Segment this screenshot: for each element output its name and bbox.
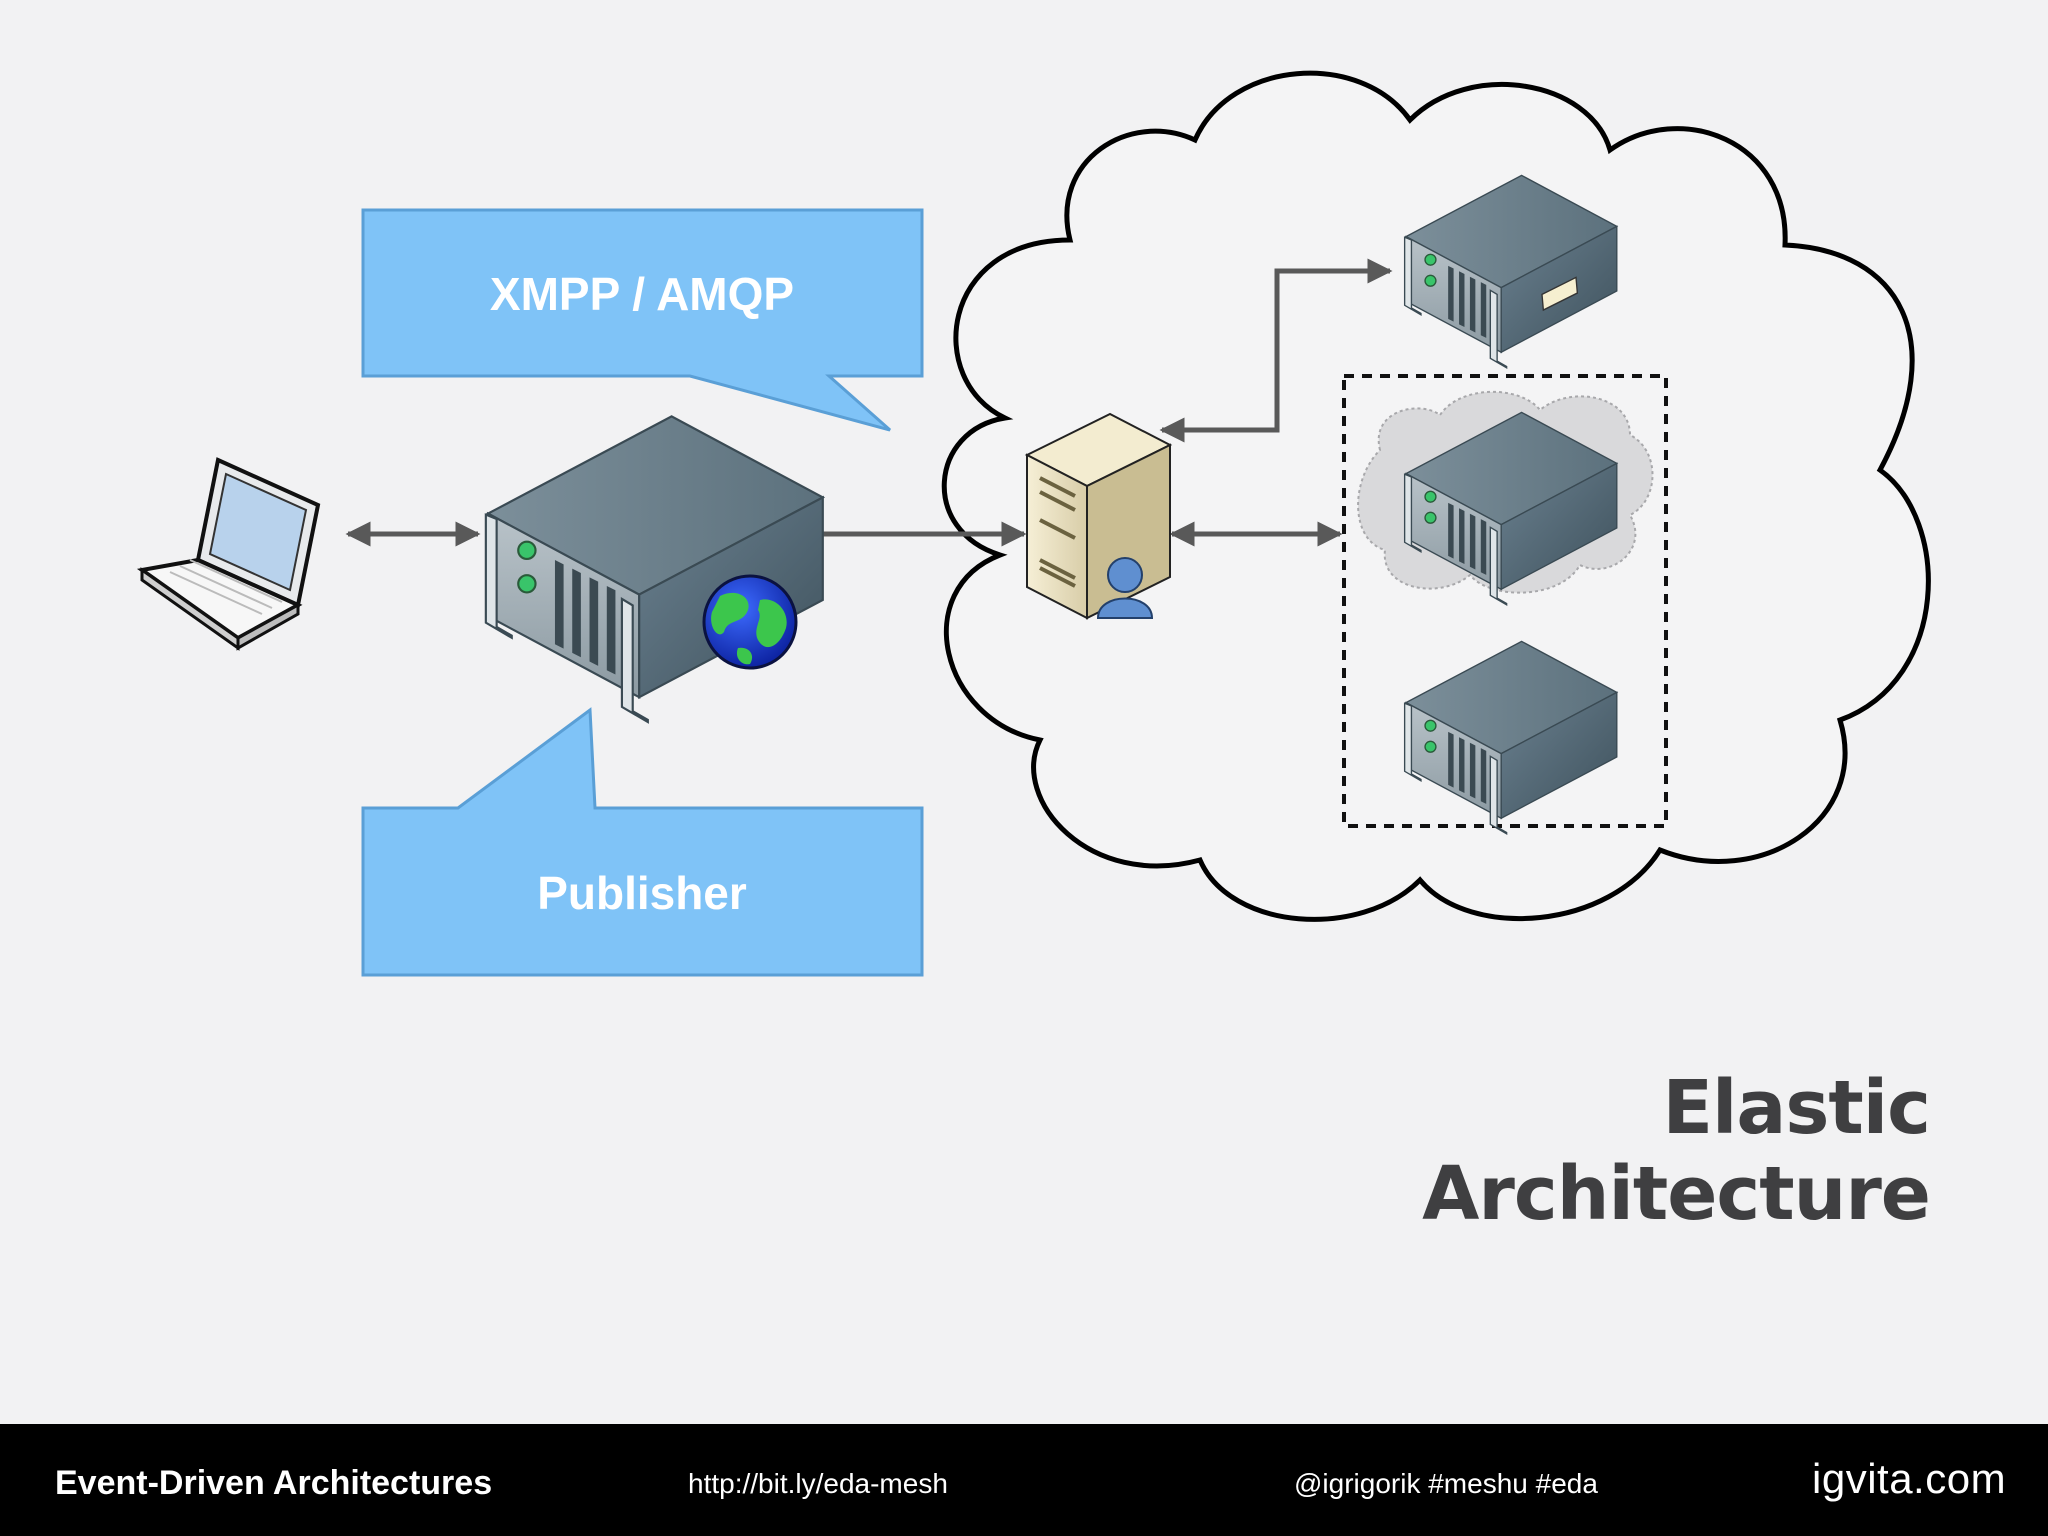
footer-title: Event-Driven Architectures	[55, 1464, 493, 1502]
worker-server-icon	[1403, 174, 1618, 369]
scaling-group-box	[1342, 374, 1668, 828]
architecture-diagram	[136, 70, 1931, 977]
laptop-icon	[136, 457, 321, 651]
publisher-label: Publisher	[537, 867, 747, 919]
publisher-server-icon	[484, 415, 824, 724]
publisher-callout	[361, 707, 924, 977]
user-server-icon	[1024, 412, 1173, 620]
broker-top-server-arrow	[1159, 258, 1393, 443]
footer-handle: @igrigorik #meshu #eda	[1294, 1468, 1598, 1499]
protocol-callout	[361, 208, 924, 432]
slide-title: Elastic Architecture	[1422, 1065, 1931, 1237]
footer-bar: Event-Driven Architectures http://bit.ly…	[0, 1424, 2048, 1536]
footer-link[interactable]: http://bit.ly/eda-mesh	[688, 1468, 948, 1499]
footer-brand: igvita.com	[1812, 1455, 2007, 1502]
protocol-label: XMPP / AMQP	[489, 268, 795, 320]
globe-icon	[702, 574, 798, 670]
